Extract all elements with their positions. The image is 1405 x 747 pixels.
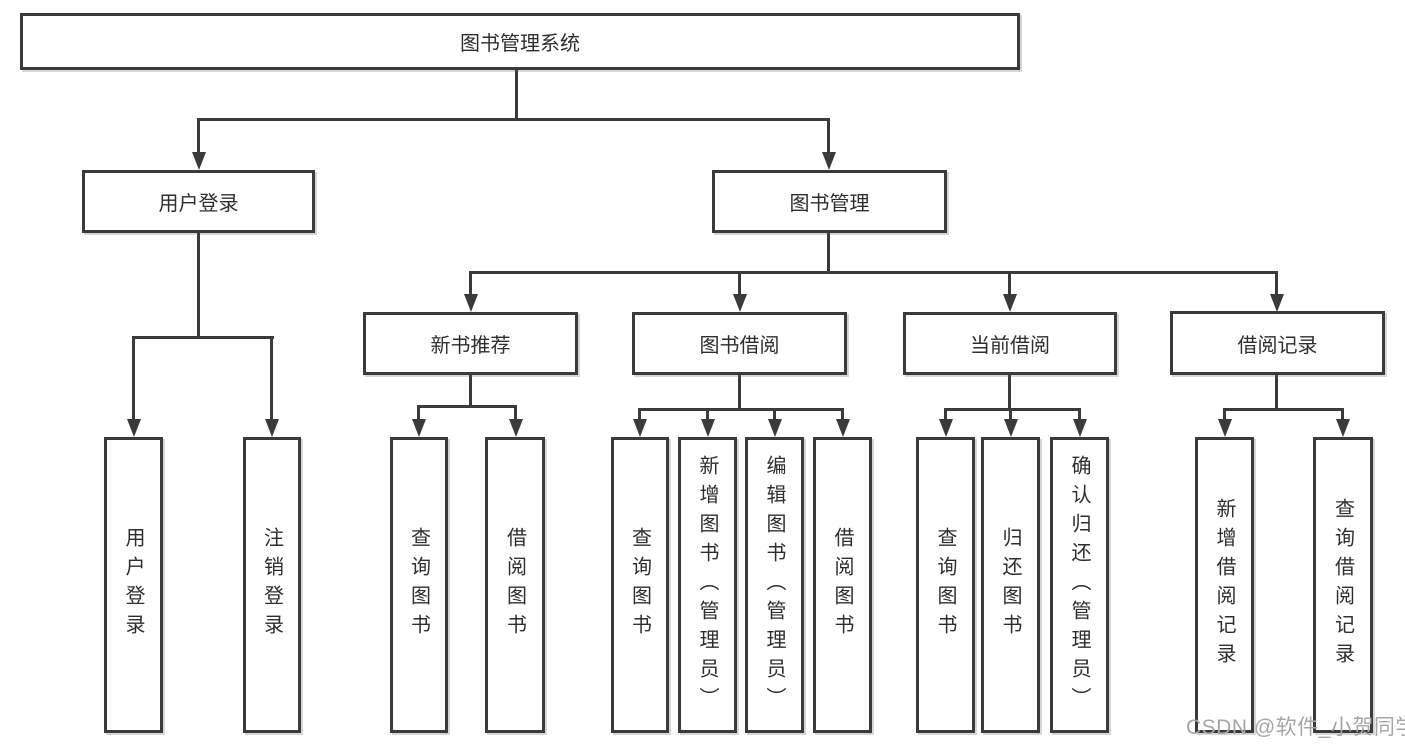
- connector-line: [1008, 375, 1011, 408]
- connector-line: [197, 118, 830, 121]
- connector-line: [469, 375, 472, 405]
- connector-line: [132, 336, 274, 339]
- connector-arrow: [1341, 408, 1344, 419]
- connector-arrow: [706, 408, 709, 419]
- csdn-watermark: CSDN @软件_小贺同学: [1186, 716, 1405, 739]
- connector-arrow: [841, 408, 844, 419]
- leaf-add-books-admin: 新增图书（管理员）: [678, 437, 737, 733]
- connector-arrow: [197, 118, 200, 152]
- connector-arrow: [1078, 408, 1081, 419]
- node-root-system: 图书管理系统: [20, 13, 1020, 70]
- connector-line: [827, 233, 830, 271]
- connector-arrow: [469, 271, 472, 294]
- node-book-management: 图书管理: [712, 170, 947, 233]
- connector-line: [944, 408, 1081, 411]
- connector-arrow: [1223, 408, 1226, 419]
- leaf-query-books-recommend: 查询图书: [390, 437, 448, 733]
- node-borrowing-records: 借阅记录: [1170, 311, 1385, 375]
- connector-line: [197, 233, 200, 336]
- connector-arrow: [827, 118, 830, 152]
- node-user-login: 用户登录: [82, 170, 315, 233]
- node-new-book-recommendation: 新书推荐: [363, 312, 578, 375]
- leaf-confirm-return-admin: 确认归还（管理员）: [1050, 437, 1109, 733]
- connector-arrow: [514, 405, 517, 419]
- connector-line: [1223, 408, 1344, 411]
- leaf-logout: 注销登录: [243, 437, 301, 733]
- leaf-edit-books-admin: 编辑图书（管理员）: [745, 437, 804, 733]
- connector-arrow: [773, 408, 776, 419]
- leaf-query-books-borrow: 查询图书: [611, 437, 669, 733]
- leaf-query-books-current: 查询图书: [916, 437, 975, 733]
- node-current-borrowing: 当前借阅: [903, 312, 1117, 375]
- connector-arrow: [944, 408, 947, 419]
- connector-line: [638, 408, 844, 411]
- connector-line: [469, 271, 1278, 274]
- connector-line: [1275, 375, 1278, 408]
- connector-arrow: [738, 271, 741, 294]
- leaf-add-borrow-record: 新增借阅记录: [1195, 437, 1254, 733]
- node-book-borrowing: 图书借阅: [632, 312, 847, 375]
- connector-arrow: [270, 336, 273, 419]
- connector-line: [515, 68, 518, 118]
- leaf-borrow-books-recommend: 借阅图书: [485, 437, 545, 733]
- connector-line: [417, 405, 517, 408]
- connector-arrow: [638, 408, 641, 419]
- connector-arrow: [1009, 408, 1012, 419]
- leaf-user-login: 用户登录: [104, 437, 163, 733]
- connector-arrow: [1275, 271, 1278, 294]
- connector-arrow: [1008, 271, 1011, 294]
- connector-arrow: [132, 336, 135, 419]
- connector-arrow: [417, 405, 420, 419]
- leaf-return-books: 归还图书: [981, 437, 1040, 733]
- connector-line: [738, 375, 741, 408]
- leaf-query-borrow-record: 查询借阅记录: [1313, 437, 1373, 733]
- leaf-borrow-books: 借阅图书: [813, 437, 872, 733]
